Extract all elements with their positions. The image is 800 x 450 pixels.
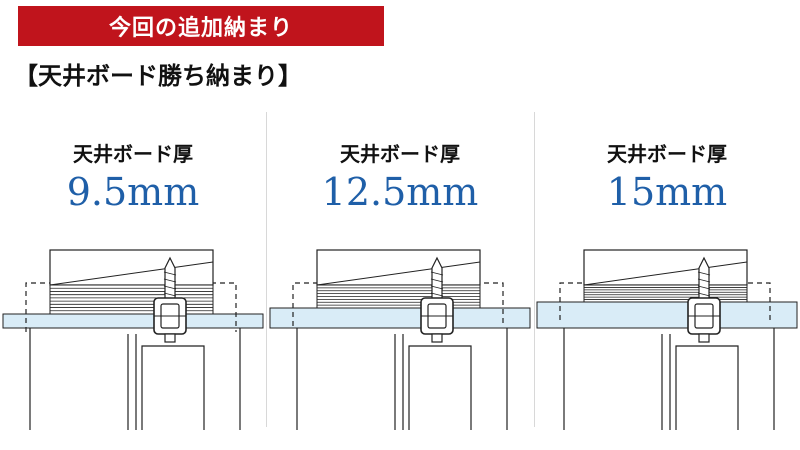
wedge-line bbox=[316, 261, 481, 286]
screw-thread bbox=[697, 271, 711, 276]
diagram-subtitle: 【天井ボード勝ち納まり】 bbox=[14, 61, 302, 90]
screw-thread bbox=[163, 278, 177, 283]
panel-3-label: 天井ボード厚 bbox=[607, 142, 727, 166]
ceiling-board bbox=[2, 313, 264, 329]
panel-2-thickness: 12.5mm bbox=[321, 170, 479, 214]
screw-thread bbox=[163, 271, 177, 276]
panel-2-label: 天井ボード厚 bbox=[340, 142, 460, 166]
panel-divider-2 bbox=[534, 112, 535, 427]
panel-divider-1 bbox=[266, 112, 267, 427]
panel-1-detail bbox=[2, 249, 264, 430]
panel-2-detail bbox=[269, 249, 531, 430]
dashed-outline bbox=[559, 282, 771, 320]
screw-thread bbox=[163, 292, 177, 297]
bracket-stem bbox=[698, 333, 710, 343]
ceiling-board bbox=[536, 301, 798, 329]
screw-thread bbox=[697, 292, 711, 297]
panel-1-label: 天井ボード厚 bbox=[73, 142, 193, 166]
door-panel bbox=[675, 345, 739, 430]
upper-block bbox=[49, 249, 214, 286]
title-banner: 今回の追加納まり bbox=[18, 6, 384, 46]
rail-inner-edge bbox=[661, 334, 671, 430]
upper-block bbox=[583, 249, 748, 286]
panel-3-detail bbox=[536, 249, 798, 430]
wedge-line bbox=[583, 261, 748, 286]
rail-inner-edge bbox=[127, 334, 137, 430]
wedge-line bbox=[49, 261, 214, 286]
screw-thread bbox=[430, 292, 444, 297]
screw-thread bbox=[430, 271, 444, 276]
bracket-stem bbox=[164, 333, 176, 343]
screw-thread bbox=[430, 285, 444, 290]
panel-1-thickness: 9.5mm bbox=[66, 170, 200, 214]
plate-stack bbox=[49, 284, 214, 315]
door-panel bbox=[408, 345, 472, 430]
ceiling-board bbox=[269, 307, 531, 329]
screw-thread bbox=[163, 285, 177, 290]
screw-thread bbox=[697, 285, 711, 290]
bracket-stem bbox=[431, 333, 443, 343]
screw-thread bbox=[697, 278, 711, 283]
door-panel bbox=[141, 345, 205, 430]
banner-text: 今回の追加納まり bbox=[108, 15, 293, 41]
upper-block bbox=[316, 249, 481, 286]
rail-inner-edge bbox=[394, 334, 404, 430]
panel-3-thickness: 15mm bbox=[606, 170, 728, 214]
screw-thread bbox=[430, 278, 444, 283]
